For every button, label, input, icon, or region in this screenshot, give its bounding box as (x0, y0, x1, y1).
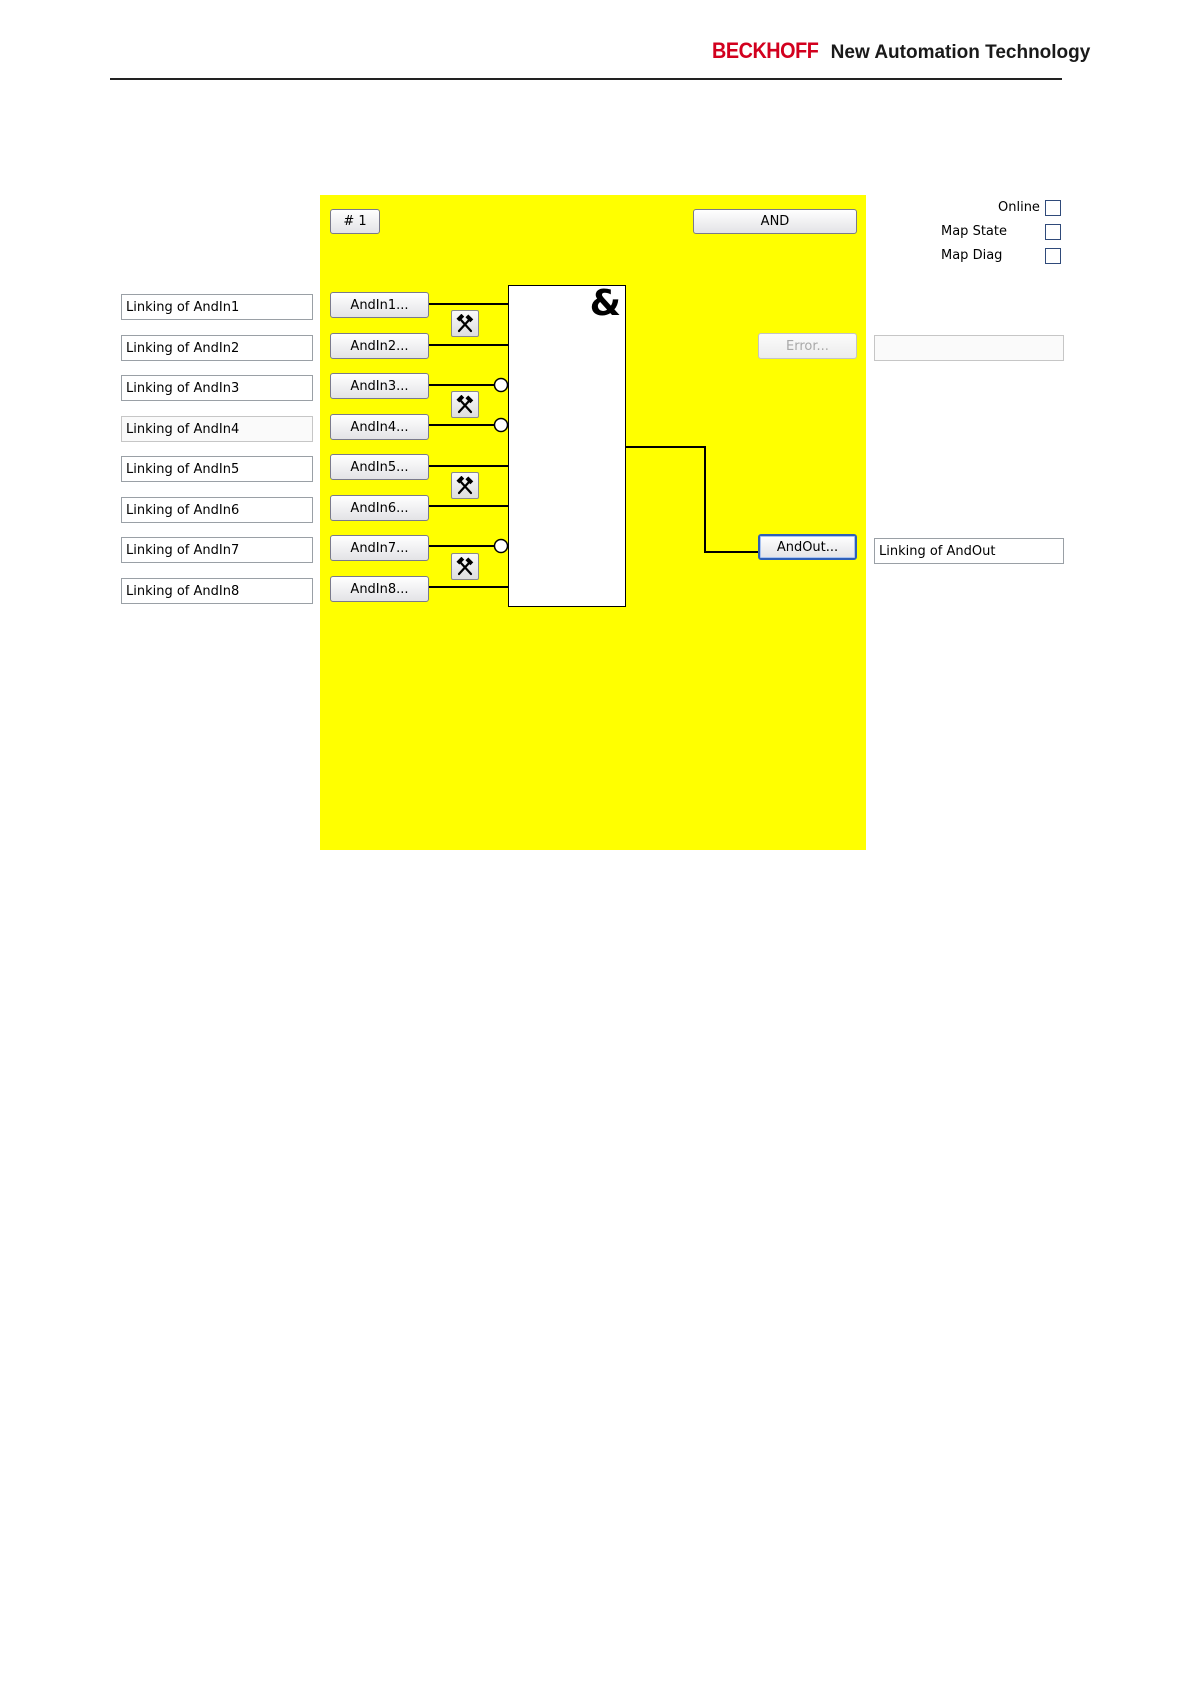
negation-bubble-in3 (493, 377, 509, 393)
map-diag-label: Map Diag (941, 248, 1003, 263)
and-gate-block: & (508, 285, 626, 607)
function-type-button[interactable]: AND (693, 209, 857, 234)
andin5-button[interactable]: AndIn5... (330, 454, 429, 480)
error-button[interactable]: Error... (758, 333, 857, 359)
tools-icon (456, 556, 474, 575)
andin1-link-field[interactable]: Linking of AndIn1 (121, 294, 313, 320)
error-field[interactable] (874, 335, 1064, 361)
header-divider (110, 78, 1062, 80)
negation-bubble-in4 (493, 417, 509, 433)
map-diag-checkbox[interactable] (1045, 248, 1061, 264)
tools-button-2[interactable] (451, 391, 479, 418)
andin4-link-field[interactable]: Linking of AndIn4 (121, 416, 313, 442)
andin1-button[interactable]: AndIn1... (330, 292, 429, 318)
andout-link-field[interactable]: Linking of AndOut (874, 538, 1064, 564)
brand-tagline: New Automation Technology (830, 42, 1091, 63)
and-symbol: & (589, 283, 621, 324)
map-state-label: Map State (941, 224, 1007, 239)
tools-button-1[interactable] (451, 310, 479, 337)
tools-icon (456, 394, 474, 413)
online-checkbox[interactable] (1045, 200, 1061, 216)
tools-button-3[interactable] (451, 472, 479, 499)
andin3-button[interactable]: AndIn3... (330, 373, 429, 399)
instance-button[interactable]: # 1 (330, 209, 380, 234)
andin8-button[interactable]: AndIn8... (330, 576, 429, 602)
tools-icon (456, 313, 474, 332)
negation-bubble-in7 (493, 538, 509, 554)
andin5-link-field[interactable]: Linking of AndIn5 (121, 456, 313, 482)
andin8-link-field[interactable]: Linking of AndIn8 (121, 578, 313, 604)
tools-icon (456, 475, 474, 494)
beckhoff-logo: BECKHOFF (712, 38, 819, 63)
andin3-link-field[interactable]: Linking of AndIn3 (121, 375, 313, 401)
andin2-link-field[interactable]: Linking of AndIn2 (121, 335, 313, 361)
andin7-link-field[interactable]: Linking of AndIn7 (121, 537, 313, 563)
andin6-button[interactable]: AndIn6... (330, 495, 429, 521)
andin7-button[interactable]: AndIn7... (330, 535, 429, 561)
andin4-button[interactable]: AndIn4... (330, 414, 429, 440)
brand-header: BECKHOFF New Automation Technology (712, 38, 1090, 64)
andin6-link-field[interactable]: Linking of AndIn6 (121, 497, 313, 523)
wire-out (626, 446, 758, 553)
andin2-button[interactable]: AndIn2... (330, 333, 429, 359)
andout-button[interactable]: AndOut... (758, 534, 857, 560)
tools-button-4[interactable] (451, 553, 479, 580)
online-label: Online (998, 200, 1040, 215)
map-state-checkbox[interactable] (1045, 224, 1061, 240)
